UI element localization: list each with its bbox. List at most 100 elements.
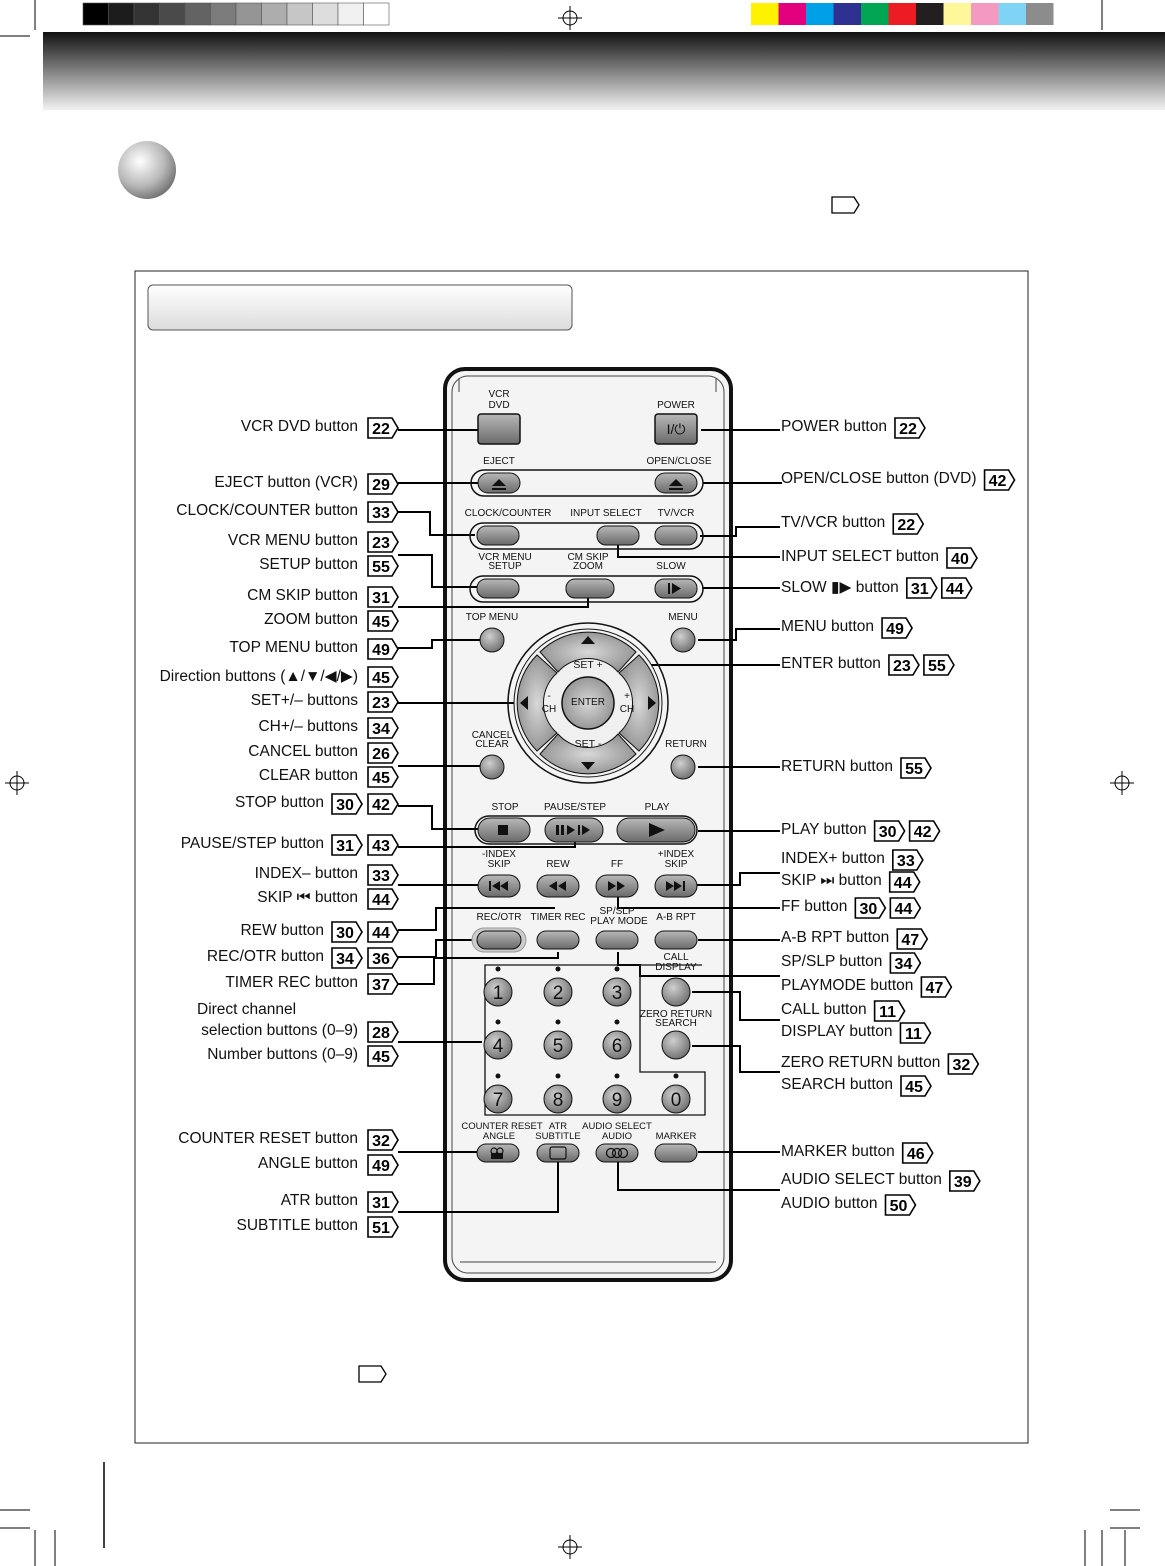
callout-label-right: PLAY button	[781, 821, 867, 838]
page-number: 30	[336, 925, 354, 942]
page-number: 33	[897, 853, 915, 870]
callout-label-left: SETUP button	[259, 556, 358, 573]
remote-label-menu: MENU	[668, 612, 698, 623]
remote-label-play: PLAY	[644, 802, 670, 813]
digit-button-6[interactable]	[602, 1030, 632, 1060]
color-swatch	[861, 3, 889, 25]
page-number: 32	[952, 1057, 970, 1074]
callout-label-left: STOP button	[234, 794, 324, 811]
gray-swatch	[363, 2, 390, 26]
color-swatch	[1026, 3, 1054, 25]
page-reference-badge: 31	[367, 586, 399, 608]
remote-label-index-minus: SKIP	[487, 859, 511, 870]
callout-label-right: AUDIO SELECT button	[781, 1171, 942, 1188]
page-number: 55	[905, 761, 923, 778]
remote-label-tv-vcr: TV/VCR	[657, 508, 695, 519]
vcr-dvd-button-shape	[477, 413, 521, 445]
page-number: 33	[372, 868, 390, 885]
content-frame	[134, 270, 1029, 1444]
callout-label-left: TIMER REC button	[225, 974, 358, 991]
digit-label: 7	[493, 1090, 504, 1111]
digit-label: 9	[612, 1090, 623, 1111]
remote-label-counter-reset: ANGLE	[482, 1131, 516, 1142]
page-number: 43	[372, 838, 390, 855]
page-number: 22	[899, 421, 917, 438]
page-number: 31	[911, 581, 929, 598]
callout-label-left: TOP MENU button	[229, 639, 358, 656]
callout-label-left: CLEAR button	[258, 767, 358, 784]
page-reference-badge: 45	[900, 1075, 932, 1097]
remote-label-vcr-dvd: DVD	[488, 400, 510, 411]
remote-label-ch-plus: +	[624, 691, 630, 702]
page-number: 23	[372, 535, 390, 552]
page-reference-badge: 43	[367, 834, 399, 856]
page-number: 46	[907, 1146, 925, 1163]
callout-label-right: SP/SLP button	[781, 953, 883, 970]
remote-label-cancel-clear: CANCEL	[471, 730, 513, 741]
callout-label-left: COUNTER RESET button	[178, 1130, 358, 1147]
page-reference-badge: 37	[367, 973, 399, 995]
page-number: 23	[893, 658, 911, 675]
digit-button-2[interactable]	[543, 977, 573, 1007]
callout-label-right: SKIP ⏭ button	[781, 872, 882, 889]
digit-button-7[interactable]	[483, 1084, 513, 1114]
page-number: 47	[901, 932, 919, 949]
color-swatch	[916, 3, 944, 25]
page-number: 34	[336, 951, 354, 968]
remote-label-call-display: DISPLAY	[655, 962, 697, 973]
remote-label-cm-skip-zoom: ZOOM	[573, 561, 603, 572]
page-reference-badge: 30	[331, 921, 363, 943]
callout-label-left: Number buttons (0–9)	[207, 1046, 358, 1063]
callout-label-left: VCR MENU button	[227, 532, 358, 549]
page-reference-badge: 45	[367, 666, 399, 688]
page-number: 22	[897, 517, 915, 534]
callout-label-left: ANGLE button	[258, 1155, 358, 1172]
page-number: 32	[372, 1133, 390, 1150]
callout-label-right: INDEX+ button	[781, 850, 885, 867]
page-reference-badge: 22	[367, 417, 399, 439]
remote-label-cm-skip-zoom: CM SKIP	[567, 552, 609, 563]
remote-label-set-minus: SET -	[574, 738, 602, 750]
page-reference-badge: 42	[983, 469, 1016, 491]
callout-label-right: AUDIO button	[781, 1195, 878, 1212]
color-swatch	[751, 3, 779, 25]
digit-button-8[interactable]	[543, 1084, 573, 1114]
gray-swatch	[133, 2, 160, 26]
gray-swatch	[184, 2, 211, 26]
page-reference-icon	[358, 1365, 387, 1383]
callout-label-left: CANCEL button	[248, 743, 358, 760]
color-swatch	[778, 3, 806, 25]
remote-label-open-close: OPEN/CLOSE	[646, 456, 712, 467]
remote-label-ch-minus: -	[547, 691, 551, 702]
digit-button-1[interactable]	[483, 977, 513, 1007]
page-number: 44	[894, 901, 912, 918]
page-number: 11	[905, 1026, 922, 1043]
page-reference-badge: 55	[367, 555, 399, 577]
digit-button-5[interactable]	[543, 1030, 573, 1060]
page-number: 31	[336, 838, 354, 855]
callout-label-right: CALL button	[781, 1001, 867, 1018]
remote-label-return: RETURN	[665, 739, 707, 750]
page-reference-badge: 23	[367, 531, 399, 553]
page-number: 55	[372, 559, 390, 576]
remote-label-timer-rec: TIMER REC	[530, 912, 586, 923]
digit-button-0[interactable]	[661, 1084, 691, 1114]
color-swatch	[943, 3, 971, 25]
remote-label-audio-select: AUDIO SELECT	[582, 1121, 652, 1132]
remote-label-vcr-dvd: VCR	[488, 389, 510, 400]
callout-label-left: CH+/– buttons	[258, 718, 358, 735]
remote-label-power: POWER	[657, 400, 695, 411]
digit-button-3[interactable]	[602, 977, 632, 1007]
page-reference-badge: 44	[889, 897, 922, 919]
callout-label-right: SLOW ▮▶ button	[781, 579, 899, 596]
digit-button-9[interactable]	[602, 1084, 632, 1114]
remote-label-zero-return: SEARCH	[655, 1018, 697, 1029]
section-title-box	[147, 284, 573, 331]
remote-label-stop: STOP	[491, 802, 519, 813]
page-reference-badge: 45	[367, 1045, 399, 1067]
remote-label-rew: REW	[546, 859, 570, 870]
gray-swatch	[261, 2, 288, 26]
digit-button-4[interactable]	[483, 1030, 513, 1060]
callout-label-right: ENTER button	[781, 655, 881, 672]
